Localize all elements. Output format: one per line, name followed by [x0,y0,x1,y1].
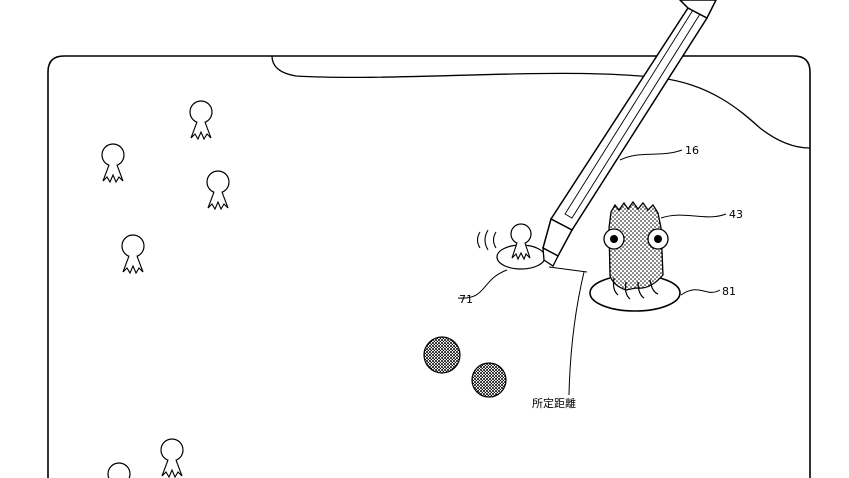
label-43: 43 [729,208,743,221]
distance-indicator [548,266,588,396]
motion-marks [476,229,497,251]
leader-16 [619,149,683,161]
leader-43 [660,213,727,219]
terrain-region [271,55,811,149]
leader-81 [680,289,721,296]
monster-eye-left [603,228,625,250]
ally-character [206,170,230,211]
ally-character [101,143,125,184]
dark-stone [423,336,461,374]
label-16: 16 [685,144,699,157]
leader-71 [457,269,508,299]
ally-character [189,100,213,141]
screen-frame [47,55,811,478]
label-distance: 所定距離 [532,396,576,410]
selected-character [510,223,532,261]
monster-eye-right [647,228,669,250]
label-71: 71 [459,293,473,306]
stylus-pen [542,0,717,267]
monster-character [603,200,669,300]
label-81: 81 [722,285,736,298]
leader-lines [457,149,727,299]
ally-character [121,234,145,275]
dark-stone [471,362,507,398]
ally-character [107,462,131,478]
ally-character [160,438,184,478]
